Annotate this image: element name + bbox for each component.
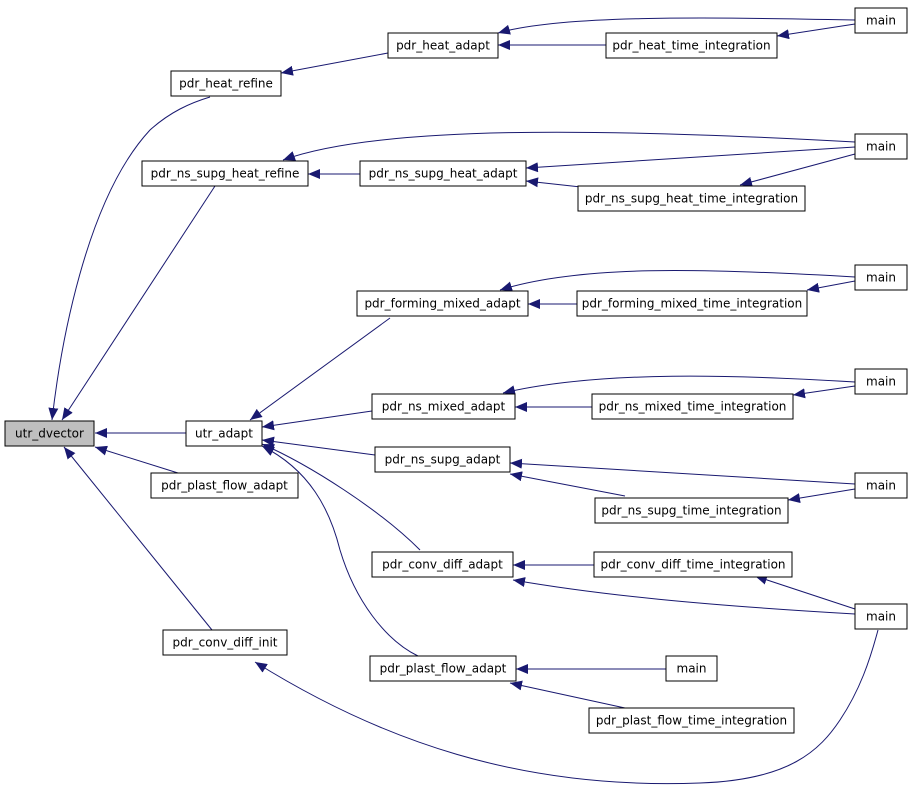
edge-pdr-ns-mixed-adapt-to-utr-adapt xyxy=(261,410,373,431)
node-label: main xyxy=(866,610,896,624)
node-label: pdr_ns_mixed_time_integration xyxy=(599,400,787,414)
edge-pdr-plast-flow-adapt-left-to-utr-dvector xyxy=(94,445,179,474)
node-pdr-ns-supg-time-integration[interactable]: pdr_ns_supg_time_integration xyxy=(594,497,789,524)
edge-pdr-ns-supg-heat-refine-to-utr-dvector xyxy=(61,185,216,421)
edge-pdr-ns-supg-time-integration-to-pdr-ns-supg-adapt xyxy=(509,471,626,497)
node-pdr-plast-flow-adapt-left[interactable]: pdr_plast_flow_adapt xyxy=(150,472,299,499)
node-label: pdr_plast_flow_adapt xyxy=(161,479,288,493)
node-label: main xyxy=(866,375,896,389)
edge-pdr-conv-diff-init-to-utr-dvector xyxy=(63,446,213,631)
node-utr-dvector[interactable]: utr_dvector xyxy=(4,420,95,447)
node-main-2[interactable]: main xyxy=(854,133,908,160)
node-main-4[interactable]: main xyxy=(854,368,908,395)
node-pdr-heat-adapt[interactable]: pdr_heat_adapt xyxy=(387,32,499,59)
node-label: pdr_ns_supg_time_integration xyxy=(601,504,781,518)
edge-pdr-plast-flow-time-integration-to-pdr-plast-flow-adapt xyxy=(509,680,626,709)
edge-pdr-conv-diff-adapt-to-utr-adapt xyxy=(261,443,421,551)
edge-main-2-to-pdr-ns-supg-heat-adapt xyxy=(525,146,856,173)
node-label: pdr_conv_diff_init xyxy=(172,636,277,650)
node-pdr-ns-supg-heat-time-integration[interactable]: pdr_ns_supg_heat_time_integration xyxy=(577,185,806,212)
edge-main-2-to-pdr-ns-supg-heat-time-integration xyxy=(739,153,856,187)
node-label: main xyxy=(677,662,707,676)
node-label: main xyxy=(866,140,896,154)
node-label: pdr_conv_diff_adapt xyxy=(382,558,503,572)
node-label: pdr_conv_diff_time_integration xyxy=(600,558,785,572)
node-label: pdr_ns_supg_heat_refine xyxy=(151,167,300,181)
node-main-3[interactable]: main xyxy=(854,264,908,291)
node-pdr-ns-supg-heat-adapt[interactable]: pdr_ns_supg_heat_adapt xyxy=(359,160,527,187)
node-pdr-forming-mixed-adapt[interactable]: pdr_forming_mixed_adapt xyxy=(356,290,529,317)
node-label: pdr_plast_flow_adapt xyxy=(380,662,507,676)
node-pdr-conv-diff-adapt[interactable]: pdr_conv_diff_adapt xyxy=(371,551,514,578)
edge-main-2-to-pdr-ns-supg-heat-refine xyxy=(282,131,856,161)
node-label: pdr_ns_mixed_adapt xyxy=(382,400,506,414)
node-label: pdr_plast_flow_time_integration xyxy=(596,714,787,728)
node-label: pdr_ns_supg_adapt xyxy=(385,453,501,467)
node-pdr-heat-time-integration[interactable]: pdr_heat_time_integration xyxy=(605,32,778,59)
node-pdr-forming-mixed-time-integration[interactable]: pdr_forming_mixed_time_integration xyxy=(576,290,808,317)
edge-pdr-heat-adapt-to-pdr-heat-refine xyxy=(280,52,389,76)
node-label: main xyxy=(866,479,896,493)
node-label: pdr_forming_mixed_adapt xyxy=(364,297,520,311)
node-pdr-plast-flow-adapt[interactable]: pdr_plast_flow_adapt xyxy=(369,655,517,682)
edge-main-3-to-pdr-forming-mixed-adapt xyxy=(499,269,856,292)
node-main-1[interactable]: main xyxy=(854,7,908,34)
node-label: pdr_heat_adapt xyxy=(396,39,490,53)
edge-pdr-plast-flow-adapt-to-utr-adapt xyxy=(261,445,419,657)
edge-main-6-to-pdr-conv-diff-adapt xyxy=(512,577,856,615)
node-label: pdr_forming_mixed_time_integration xyxy=(582,297,803,311)
edge-pdr-heat-refine-to-utr-dvector xyxy=(48,96,211,421)
edge-pdr-ns-supg-adapt-to-utr-adapt xyxy=(261,436,376,456)
node-pdr-conv-diff-time-integration[interactable]: pdr_conv_diff_time_integration xyxy=(593,551,793,578)
node-pdr-ns-supg-heat-refine[interactable]: pdr_ns_supg_heat_refine xyxy=(141,160,309,187)
node-pdr-ns-mixed-adapt[interactable]: pdr_ns_mixed_adapt xyxy=(371,393,516,420)
node-pdr-ns-mixed-time-integration[interactable]: pdr_ns_mixed_time_integration xyxy=(591,393,794,420)
edge-main-6-to-pdr-conv-diff-time-integration xyxy=(754,575,856,610)
node-label: main xyxy=(866,271,896,285)
edge-main-1-to-pdr-heat-time-integration xyxy=(776,23,856,40)
edge-pdr-forming-mixed-adapt-to-utr-adapt xyxy=(249,317,391,421)
edge-main-3-to-pdr-forming-mixed-time-integration xyxy=(806,280,856,293)
node-label: main xyxy=(866,14,896,28)
node-main-7[interactable]: main xyxy=(665,655,718,682)
node-pdr-heat-refine[interactable]: pdr_heat_refine xyxy=(170,70,282,97)
node-label: pdr_ns_supg_heat_time_integration xyxy=(585,192,798,206)
edge-main-1-to-pdr-heat-adapt xyxy=(497,17,856,35)
node-label: utr_adapt xyxy=(195,427,253,441)
edge-main-5-to-pdr-ns-supg-time-integration xyxy=(787,488,856,503)
node-label: pdr_heat_refine xyxy=(179,77,273,91)
node-main-6[interactable]: main xyxy=(854,603,908,630)
edge-main-4-to-pdr-ns-mixed-adapt xyxy=(502,375,856,396)
node-pdr-conv-diff-init[interactable]: pdr_conv_diff_init xyxy=(162,629,288,656)
edge-main-6-to-pdr-conv-diff-init xyxy=(254,629,879,785)
node-label: utr_dvector xyxy=(15,427,84,441)
edge-main-4-to-pdr-ns-mixed-time-integration xyxy=(792,385,856,399)
node-label: pdr_ns_supg_heat_adapt xyxy=(369,167,518,181)
node-label: pdr_heat_time_integration xyxy=(612,39,770,53)
edge-main-5-to-pdr-ns-supg-adapt xyxy=(509,458,856,485)
node-utr-adapt[interactable]: utr_adapt xyxy=(185,420,263,447)
node-main-5[interactable]: main xyxy=(854,472,908,499)
node-pdr-ns-supg-adapt[interactable]: pdr_ns_supg_adapt xyxy=(374,446,511,473)
node-pdr-plast-flow-time-integration[interactable]: pdr_plast_flow_time_integration xyxy=(588,707,795,734)
